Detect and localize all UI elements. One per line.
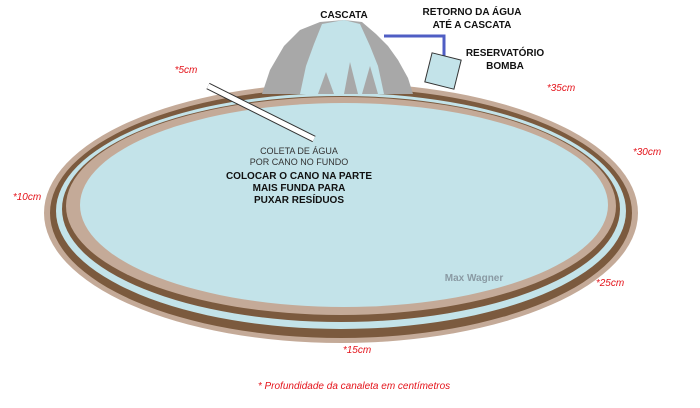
retorno-label-line2: ATÉ A CASCATA: [433, 18, 512, 31]
instruction-line1: COLOCAR O CANO NA PARTE: [226, 171, 372, 182]
coleta-label-line2: POR CANO NO FUNDO: [250, 157, 349, 167]
rock-streak-3: [362, 66, 378, 94]
waterfall-flow: [300, 20, 384, 94]
reservoir-pump-box: [424, 52, 462, 90]
depth-label-35cm: *35cm: [547, 83, 575, 94]
watermark: Max Wagner: [445, 273, 504, 284]
reservatorio-label-line2: BOMBA: [486, 61, 524, 72]
water-surface: [80, 103, 608, 307]
retorno-label-line1: RETORNO DA ÁGUA: [423, 5, 522, 18]
depth-label-15cm: *15cm: [343, 345, 371, 356]
cascata-rock: [262, 20, 413, 94]
return-pipe: [384, 34, 446, 58]
cascata-label: CASCATA: [320, 10, 367, 21]
depth-label-10cm: *10cm: [13, 192, 41, 203]
rock-streak-1: [318, 72, 334, 94]
instruction-line2: MAIS FUNDA PARA: [253, 183, 346, 194]
lake: [44, 83, 638, 343]
rock-streak-2: [344, 62, 358, 94]
instruction-line3: PUXAR RESÍDUOS: [254, 193, 344, 206]
reservatorio-label-line1: RESERVATÓRIO: [466, 46, 545, 59]
caption: * Profundidade da canaleta em centímetro…: [258, 381, 450, 392]
depth-label-5cm: *5cm: [175, 65, 198, 76]
coleta-label-line1: COLETA DE ÁGUA: [260, 146, 338, 156]
collection-pipe-inner: [206, 83, 316, 142]
depth-label-30cm: *30cm: [633, 147, 661, 158]
depth-label-25cm: *25cm: [596, 278, 624, 289]
